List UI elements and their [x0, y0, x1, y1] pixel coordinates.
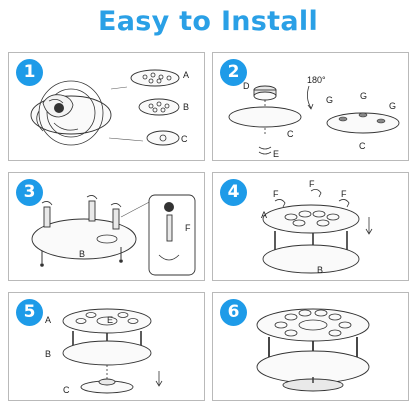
step-3-panel: 3 B F — [8, 172, 205, 281]
step-2-label-c2: C — [359, 141, 366, 151]
step-2-label-c1: C — [287, 129, 294, 139]
step-5-badge: 5 — [16, 299, 43, 326]
step-2-illustration: D C E 180° G G G C — [228, 75, 400, 159]
step-5-panel: 5 E A B C — [8, 292, 205, 401]
step-5-label-b: B — [45, 349, 51, 359]
step-1-label-c: C — [181, 134, 188, 144]
step-1-badge: 1 — [16, 59, 43, 86]
step-2-label-g3: G — [389, 101, 396, 111]
step-1-panel: 1 A B C — [8, 52, 205, 161]
step-1-illustration: A B C — [30, 69, 189, 146]
step-4-label-f1: F — [273, 189, 279, 199]
step-5-label-e: E — [107, 315, 113, 325]
step-5-illustration: E A B C — [45, 308, 163, 395]
step-2-label-d: D — [243, 81, 250, 91]
step-2-label-e: E — [273, 149, 279, 159]
step-4-label-a: A — [261, 210, 267, 220]
step-1-label-b: B — [183, 102, 189, 112]
step-2-label-g1: G — [326, 95, 333, 105]
step-1-label-a: A — [183, 70, 189, 80]
step-2-rotation-label: 180° — [307, 75, 326, 85]
step-4-badge: 4 — [220, 179, 247, 206]
step-4-label-f3: F — [341, 189, 347, 199]
step-4-label-b: B — [317, 265, 323, 275]
step-3-illustration: B F — [31, 194, 196, 276]
step-4-illustration: A B F F F — [261, 179, 373, 275]
step-6-illustration — [256, 308, 370, 392]
step-2-label-g2: G — [360, 91, 367, 101]
step-3-badge: 3 — [16, 179, 43, 206]
step-4-label-f2: F — [309, 179, 315, 189]
step-2-badge: 2 — [220, 59, 247, 86]
step-6-badge: 6 — [220, 299, 247, 326]
step-3-label-b: B — [79, 249, 85, 259]
step-5-label-c: C — [63, 385, 70, 395]
step-4-panel: 4 A B F F F — [212, 172, 409, 281]
page-title: Easy to Install — [97, 6, 319, 37]
step-3-label-f: F — [185, 223, 191, 233]
step-2-panel: 2 D C E 180° G G G C — [212, 52, 409, 161]
step-5-label-a: A — [45, 315, 51, 325]
step-6-panel: 6 — [212, 292, 409, 401]
